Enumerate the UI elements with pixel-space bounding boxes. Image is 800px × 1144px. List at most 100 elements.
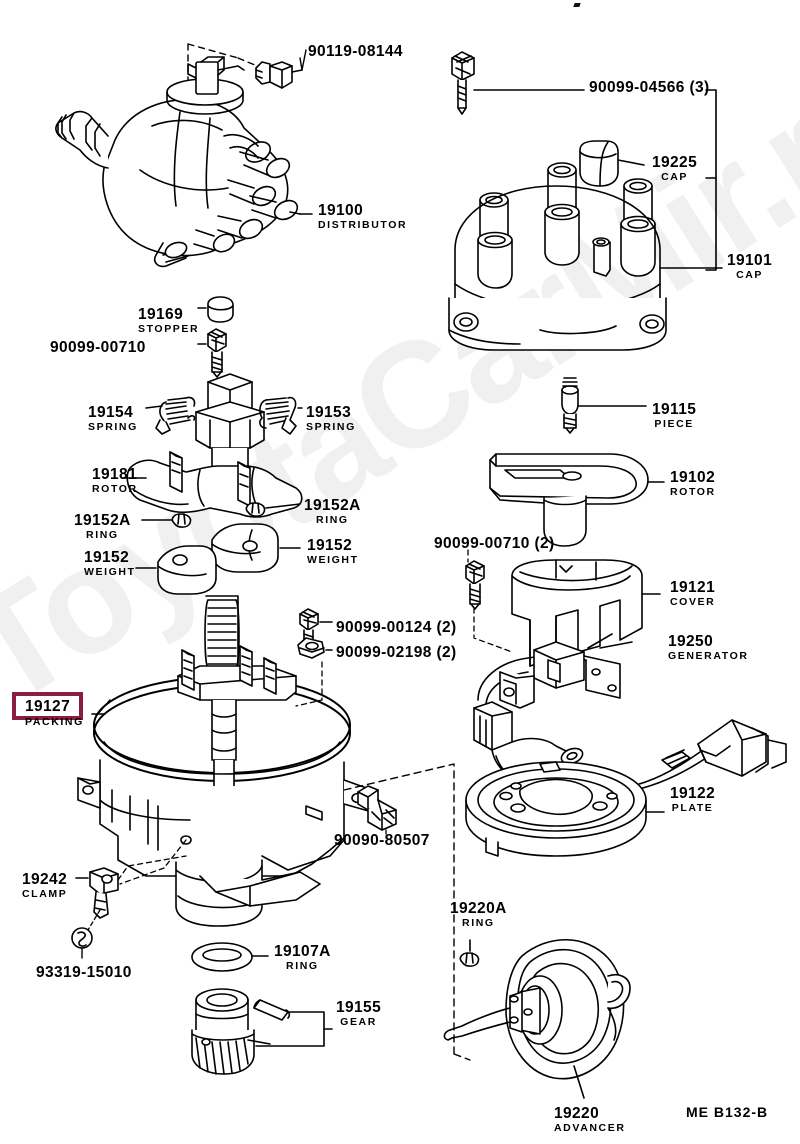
part-90090-80507-screw — [357, 785, 397, 839]
part-number: 19250 — [668, 633, 714, 650]
part-number: 90099-02198 (2) — [336, 644, 457, 661]
part-label-90099-02198--2-[interactable]: 90099-02198 (2) — [336, 645, 457, 661]
part-name: CAP — [736, 268, 764, 281]
part-90119-08144-bolt — [255, 49, 307, 89]
part-number: 90099-04566 (3) — [589, 79, 710, 96]
part-19100-distributor — [55, 43, 313, 268]
part-name: STOPPER — [138, 322, 200, 335]
part-number: 90090-80507 — [334, 832, 430, 849]
part-name: SPRING — [88, 420, 138, 433]
part-19102-rotor — [489, 453, 665, 547]
part-name: RING — [462, 916, 495, 929]
part-19181-rotor-shaft — [121, 373, 303, 518]
part-19153-spring — [259, 396, 303, 435]
part-19152-weight-right — [211, 523, 301, 573]
part-number: 19155 — [336, 999, 382, 1016]
part-number: 19225 — [652, 154, 698, 171]
part-19225-cap — [579, 140, 645, 187]
part-number: 19153 — [306, 404, 352, 421]
part-number: 90099-00710 (2) — [434, 535, 555, 552]
part-number: 19127 — [25, 698, 71, 715]
part-number: 19152A — [74, 512, 131, 529]
part-90099-04566-screw — [451, 51, 717, 271]
part-19121-cover — [511, 559, 661, 667]
part-name: SPRING — [306, 420, 356, 433]
part-number: 19154 — [88, 404, 134, 421]
part-19250-generator — [473, 633, 787, 795]
part-name: GEAR — [340, 1015, 377, 1028]
part-19154-spring — [145, 396, 196, 435]
part-number: 19152 — [84, 549, 130, 566]
part-number: 19121 — [670, 579, 716, 596]
part-19101-cap — [448, 162, 723, 351]
part-19115-piece — [561, 377, 647, 434]
part-label-90099-04566--3-[interactable]: 90099-04566 (3) — [589, 80, 710, 96]
part-name: RING — [316, 513, 349, 526]
part-19220A-ring — [459, 939, 480, 967]
part-name: PACKING — [25, 716, 84, 728]
part-number: 19169 — [138, 306, 184, 323]
part-label-93319-15010[interactable]: 93319-15010 — [36, 965, 132, 981]
part-19152A-ring-right — [245, 502, 301, 517]
part-name: RING — [286, 959, 319, 972]
part-90099-00710-screw-lower — [465, 549, 513, 653]
part-number: 19242 — [22, 871, 68, 888]
part-name: WEIGHT — [307, 553, 359, 566]
part-name: ADVANCER — [554, 1121, 626, 1134]
part-label-90099-00710[interactable]: 90099-00710 — [50, 340, 146, 356]
part-number: 19107A — [274, 943, 331, 960]
part-19107A-ring — [191, 942, 269, 972]
part-name: DISTRIBUTOR — [318, 218, 408, 231]
part-label-90119-08144[interactable]: 90119-08144 — [308, 44, 403, 60]
part-label-90099-00710--2-[interactable]: 90099-00710 (2) — [434, 536, 555, 552]
part-number: 93319-15010 — [36, 964, 132, 981]
part-number: 90119-08144 — [308, 43, 403, 60]
part-name: ROTOR — [670, 485, 716, 498]
part-name: GENERATOR — [668, 649, 749, 662]
part-name: PIECE — [654, 417, 694, 430]
part-number: 19100 — [318, 202, 364, 219]
part-19155-gear — [191, 988, 333, 1075]
part-number: 90099-00124 (2) — [336, 619, 457, 636]
part-90099-00710-screw-upper — [197, 328, 227, 378]
part-19169-stopper — [197, 296, 234, 323]
part-name: COVER — [670, 595, 716, 608]
part-19122-plate — [465, 761, 665, 857]
distributor-housing-assembly — [77, 595, 471, 1061]
part-19152-weight-left — [135, 545, 217, 595]
part-name: ROTOR — [92, 482, 138, 495]
part-label-90099-00124--2-[interactable]: 90099-00124 (2) — [336, 620, 457, 636]
part-name: CLAMP — [22, 887, 68, 900]
part-90099-02198-washer — [297, 637, 333, 659]
part-number: 19102 — [670, 469, 716, 486]
part-label-90090-80507[interactable]: 90090-80507 — [334, 833, 430, 849]
part-number: 90099-00710 — [50, 339, 146, 356]
part-name: WEIGHT — [84, 565, 136, 578]
part-number: 19220A — [450, 900, 507, 917]
part-number: 19115 — [652, 401, 697, 418]
